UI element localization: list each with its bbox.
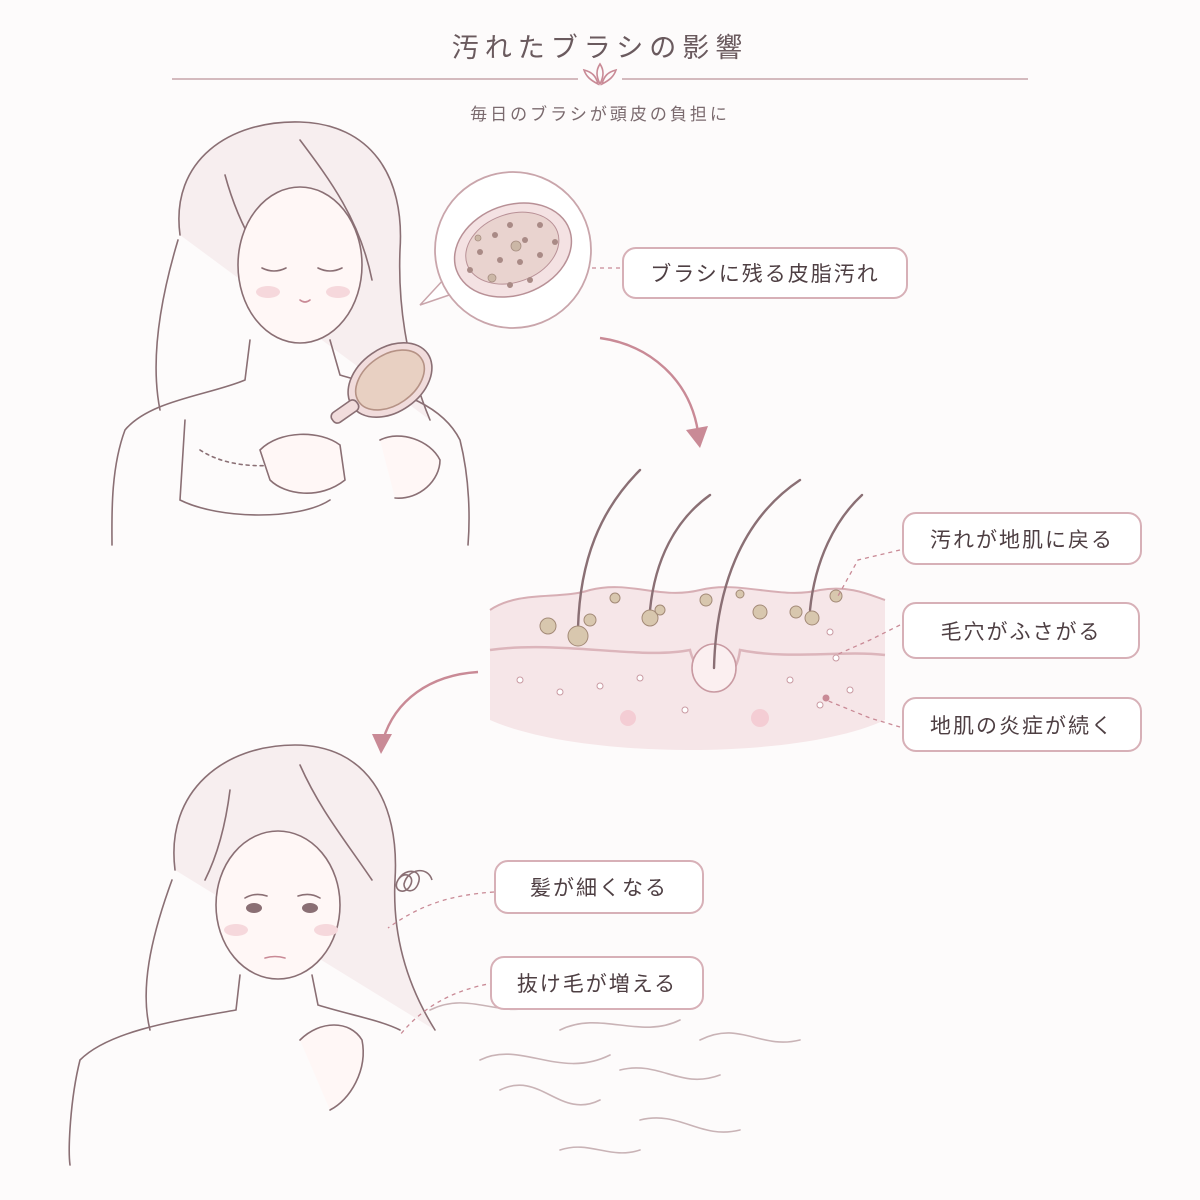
page-subtitle: 毎日のブラシが頭皮の負担に	[470, 105, 730, 125]
label-hair-thins: 髪が細くなる	[494, 860, 704, 914]
curved-arrow-icon	[372, 670, 479, 754]
label-brush-sebum: ブラシに残る皮脂汚れ	[622, 247, 908, 299]
label-dirt-returns: 汚れが地肌に戻る	[902, 512, 1142, 565]
brush-closeup-bubble	[419, 171, 592, 329]
label-inflammation: 地肌の炎症が続く	[902, 697, 1142, 752]
label-hair-loss: 抜け毛が増える	[490, 956, 704, 1010]
page-title: 汚れたブラシの影響	[451, 33, 749, 64]
woman-brushing-illustration	[111, 121, 470, 546]
scalp-cross-section	[489, 468, 886, 750]
leaf-ornament-icon	[582, 62, 618, 86]
squiggle-icon	[395, 869, 433, 892]
worried-woman-illustration	[68, 744, 436, 1166]
curved-arrow-icon	[599, 336, 708, 448]
label-pores-clog: 毛穴がふさがる	[902, 602, 1140, 659]
fallen-hair-strands	[429, 1002, 801, 1154]
title-divider	[172, 62, 1028, 86]
